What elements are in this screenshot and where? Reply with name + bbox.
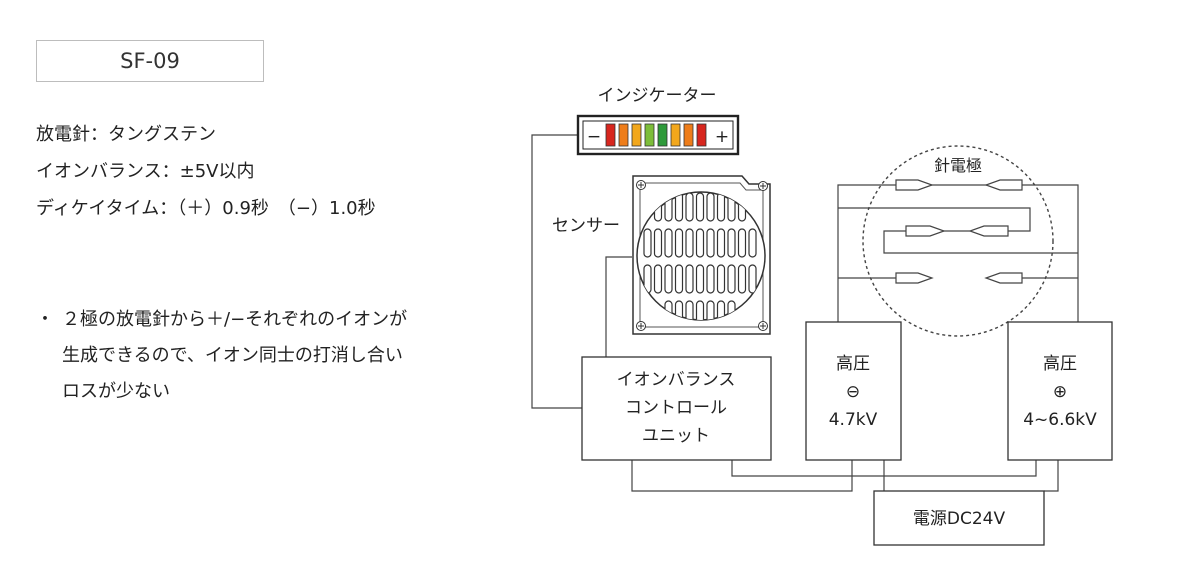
wire-indicator-to-control bbox=[531, 134, 582, 409]
wire-sensor-to-control bbox=[605, 256, 632, 357]
indicator-minus-sign: − bbox=[587, 127, 601, 147]
hv-positive-title: 高圧 bbox=[1043, 354, 1077, 374]
needle-left-pointing-2 bbox=[968, 225, 1009, 237]
indicator: − + bbox=[576, 114, 740, 156]
indicator-leds bbox=[605, 123, 707, 147]
indicator-led bbox=[670, 123, 681, 147]
hv-negative-unit: 高圧 ⊖ 4.7kV bbox=[805, 321, 902, 461]
grill-slot bbox=[737, 264, 747, 294]
wire-hvneg-upper bbox=[837, 184, 896, 322]
grill-slot bbox=[716, 192, 726, 222]
hv-positive-unit: 高圧 ⊕ 4~6.6kV bbox=[1007, 321, 1113, 461]
spec-needle-material: 放電針：タングステン bbox=[36, 124, 216, 145]
grill-slot bbox=[706, 264, 715, 294]
indicator-led bbox=[618, 123, 629, 147]
wire-hvpos-to-power bbox=[1044, 460, 1059, 492]
grill-slot bbox=[653, 264, 663, 294]
grill-slot bbox=[727, 264, 736, 294]
grill-slot bbox=[727, 228, 736, 258]
wiring bbox=[531, 134, 1079, 492]
grill-slot bbox=[674, 192, 684, 222]
spec-decay-time: ディケイタイム：（＋）0.9秒 （−）1.0秒 bbox=[36, 198, 376, 219]
power-supply-label: 電源DC24V bbox=[913, 509, 1006, 529]
indicator-led bbox=[696, 123, 707, 147]
control-unit-line-3: ユニット bbox=[642, 426, 710, 446]
hv-negative-voltage: 4.7kV bbox=[829, 410, 878, 430]
grill-slot bbox=[685, 228, 694, 258]
feature-note-text-1: ２極の放電針から＋/−それぞれのイオンが bbox=[62, 309, 408, 330]
grill-slot bbox=[748, 264, 757, 294]
control-unit-line-2: コントロール bbox=[625, 398, 727, 418]
needle-right-pointing-2 bbox=[905, 225, 946, 237]
grill-slot bbox=[706, 228, 715, 258]
needle-electrode-area bbox=[862, 145, 1054, 337]
control-unit: イオンバランス コントロール ユニット bbox=[581, 356, 772, 461]
grill-slot bbox=[643, 228, 652, 258]
model-name: SF-09 bbox=[120, 49, 180, 73]
grill-slot bbox=[748, 228, 757, 258]
indicator-label: インジケーター bbox=[598, 86, 717, 106]
screw-icon bbox=[636, 321, 646, 331]
grill-slot bbox=[664, 264, 673, 294]
wire-inner-loop bbox=[838, 207, 1031, 232]
grill-slot bbox=[674, 264, 684, 294]
screw-icon bbox=[758, 181, 768, 191]
feature-note-line-2: 生成できるので、イオン同士の打消し合い bbox=[62, 345, 403, 366]
indicator-led bbox=[631, 123, 642, 147]
feature-note: ・ ２極の放電針から＋/−それぞれのイオンが 生成できるので、イオン同士の打消し合… bbox=[36, 302, 407, 410]
grill-slot bbox=[716, 228, 726, 258]
grill-slot bbox=[685, 192, 694, 222]
grill-slot bbox=[653, 228, 663, 258]
grill-slot bbox=[685, 264, 694, 294]
needle-left-pointing-3 bbox=[984, 272, 1023, 284]
grill-slot bbox=[706, 192, 715, 222]
minus-circle-icon: ⊖ bbox=[846, 382, 860, 402]
grill-slot bbox=[674, 228, 684, 258]
feature-note-line-1: ・ ２極の放電針から＋/−それぞれのイオンが bbox=[36, 302, 407, 338]
needle-right-pointing-3 bbox=[895, 272, 934, 284]
plus-circle-icon: ⊕ bbox=[1053, 382, 1067, 402]
screw-icon bbox=[758, 321, 768, 331]
grill-slot bbox=[737, 228, 747, 258]
grill-slot bbox=[716, 264, 726, 294]
wire-hvpos-upper bbox=[1022, 184, 1079, 322]
grill-slot bbox=[695, 228, 705, 258]
model-name-box: SF-09 bbox=[36, 40, 264, 82]
needle-electrodes bbox=[895, 179, 1023, 284]
indicator-led bbox=[683, 123, 694, 147]
grill-slot bbox=[706, 300, 715, 320]
screw-icon bbox=[636, 180, 646, 190]
feature-note-line-3: ロスが少ない bbox=[62, 381, 170, 402]
hv-negative-title: 高圧 bbox=[836, 354, 870, 374]
control-unit-line-1: イオンバランス bbox=[617, 370, 736, 390]
indicator-plus-sign: + bbox=[715, 127, 729, 147]
power-supply: 電源DC24V bbox=[873, 490, 1045, 546]
grill-slot bbox=[695, 300, 705, 320]
needle-left-pointing-1 bbox=[984, 179, 1023, 191]
grill-slot bbox=[695, 192, 705, 222]
grill-slot bbox=[685, 300, 694, 320]
bullet-mark: ・ bbox=[36, 309, 54, 330]
sensor bbox=[632, 175, 771, 335]
indicator-led bbox=[605, 123, 616, 147]
hv-positive-voltage: 4~6.6kV bbox=[1023, 410, 1097, 430]
needle-electrode-label: 針電極 bbox=[934, 156, 982, 175]
wire-inner-return bbox=[883, 230, 1078, 254]
grill-slot bbox=[695, 264, 705, 294]
indicator-led bbox=[644, 123, 655, 147]
spec-ion-balance: イオンバランス：±5V以内 bbox=[36, 161, 255, 182]
indicator-led bbox=[657, 123, 668, 147]
sensor-label: センサー bbox=[552, 216, 620, 236]
needle-right-pointing-1 bbox=[895, 179, 934, 191]
grill-slot bbox=[664, 228, 673, 258]
